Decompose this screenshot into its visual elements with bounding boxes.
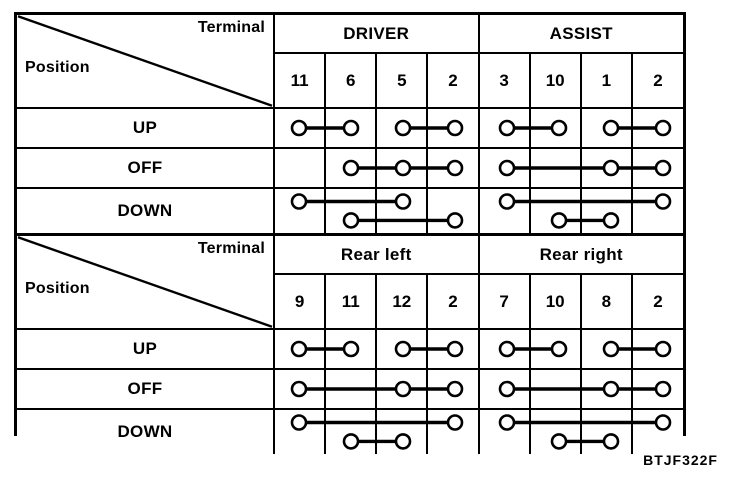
continuity-cell (324, 328, 378, 370)
group-header-assist: ASSIST (477, 15, 683, 55)
continuity-cell (528, 187, 582, 233)
continuity-cell (477, 147, 531, 189)
continuity-cell (579, 368, 633, 410)
terminal-number: 2 (630, 273, 683, 330)
continuity-cell (324, 187, 378, 233)
continuity-cell (375, 147, 429, 189)
position-row-label: UP (17, 328, 275, 370)
continuity-cell (477, 187, 531, 233)
position-row-label: OFF (17, 368, 275, 410)
continuity-cell (375, 408, 429, 454)
continuity-cell (630, 368, 683, 410)
terminal-number: 10 (528, 273, 582, 330)
continuity-cell (324, 107, 378, 149)
continuity-cell (477, 328, 531, 370)
continuity-cell (324, 408, 378, 454)
continuity-cell (630, 408, 683, 454)
continuity-cell (630, 107, 683, 149)
continuity-cell (426, 368, 480, 410)
continuity-cell (375, 107, 429, 149)
continuity-cell (579, 408, 633, 454)
terminal-axis-label: Terminal (197, 240, 265, 257)
continuity-cell (630, 187, 683, 233)
continuity-cell (426, 107, 480, 149)
continuity-cell (630, 147, 683, 189)
continuity-cell (272, 187, 327, 233)
group-header-rear-right: Rear right (477, 236, 683, 276)
continuity-cell (272, 328, 327, 370)
continuity-cell (477, 368, 531, 410)
continuity-cell (426, 328, 480, 370)
terminal-number: 10 (528, 52, 582, 109)
corner-diagonal-line (17, 15, 273, 107)
terminal-number: 3 (477, 52, 531, 109)
continuity-cell (324, 147, 378, 189)
terminal-number: 6 (324, 52, 378, 109)
continuity-cell (579, 187, 633, 233)
terminal-number: 2 (426, 273, 480, 330)
continuity-cell (528, 107, 582, 149)
continuity-cell (375, 368, 429, 410)
position-axis-label: Position (25, 59, 90, 76)
continuity-cell (528, 147, 582, 189)
continuity-cell (528, 368, 582, 410)
terminal-number: 11 (272, 52, 327, 109)
terminal-number: 5 (375, 52, 429, 109)
continuity-cell (579, 328, 633, 370)
terminal-number: 1 (579, 52, 633, 109)
continuity-cell (375, 187, 429, 233)
continuity-cell (426, 187, 480, 233)
continuity-cell (426, 408, 480, 454)
terminal-number: 7 (477, 273, 531, 330)
group-header-driver: DRIVER (273, 15, 480, 55)
position-row-label: DOWN (17, 187, 275, 233)
terminal-axis-label: Terminal (197, 19, 265, 36)
continuity-cell (272, 107, 327, 149)
terminal-number: 2 (426, 52, 480, 109)
continuity-cell (528, 408, 582, 454)
figure-code: BTJF322F (643, 452, 718, 468)
continuity-cell (477, 107, 531, 149)
corner-diagonal-line (17, 236, 273, 328)
continuity-cell (579, 107, 633, 149)
terminal-number: 2 (630, 52, 683, 109)
continuity-cell (426, 147, 480, 189)
terminal-number: 12 (375, 273, 429, 330)
continuity-cell (324, 368, 378, 410)
table-separator (17, 233, 683, 236)
continuity-cell (272, 368, 327, 410)
terminal-number: 8 (579, 273, 633, 330)
terminal-number: 9 (272, 273, 327, 330)
position-row-label: UP (17, 107, 275, 149)
group-header-rear-left: Rear left (273, 236, 480, 276)
continuity-cell (272, 147, 327, 189)
continuity-cell (477, 408, 531, 454)
continuity-cell (528, 328, 582, 370)
continuity-cell (375, 328, 429, 370)
position-row-label: OFF (17, 147, 275, 189)
continuity-cell (579, 147, 633, 189)
terminal-number: 11 (324, 273, 378, 330)
position-axis-label: Position (25, 280, 90, 297)
position-row-label: DOWN (17, 408, 275, 454)
continuity-cell (630, 328, 683, 370)
continuity-cell (272, 408, 327, 454)
